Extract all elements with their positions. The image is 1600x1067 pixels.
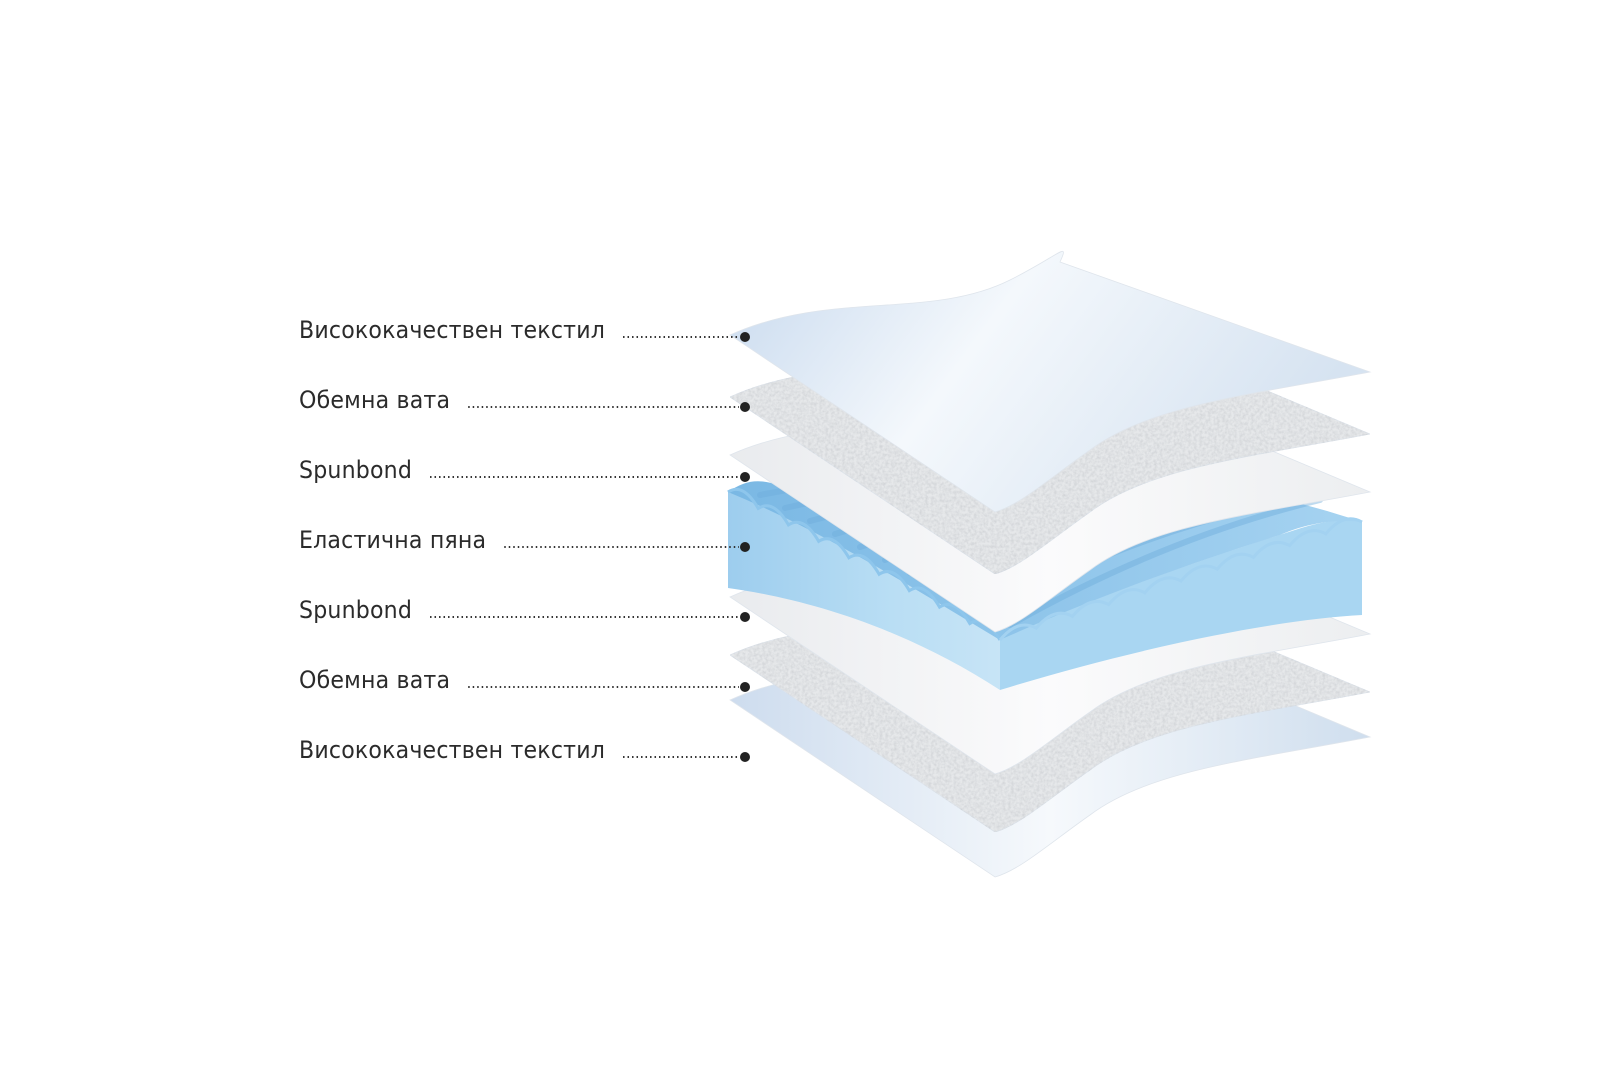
leader-dot	[740, 752, 750, 762]
foam-front-face	[728, 492, 1000, 690]
layer-label-spunbond: Spunbond	[299, 596, 413, 624]
leader-dot	[740, 612, 750, 622]
layer-label-wadding: Обемна вата	[299, 666, 451, 694]
layer-label-foam: Еластична пяна	[299, 526, 487, 554]
leader-dot	[740, 332, 750, 342]
foam-right-face	[1000, 520, 1362, 690]
foam-ridge	[1007, 497, 1323, 628]
foam-right-wave-edge	[998, 517, 1363, 641]
foam-front-wave-edge	[727, 487, 1002, 641]
leader-dot	[740, 402, 750, 412]
layer-label-spunbond: Spunbond	[299, 456, 413, 484]
leader-dot	[740, 542, 750, 552]
layer-label-wadding: Обемна вата	[299, 386, 451, 414]
layer-label-textile: Висококачествен текстил	[299, 316, 606, 344]
layer-label-textile: Висококачествен текстил	[299, 736, 606, 764]
layer-stack	[727, 251, 1372, 878]
leader-dot	[740, 472, 750, 482]
textile-top-sheet	[729, 251, 1372, 513]
leader-dot	[740, 682, 750, 692]
leader-lines	[430, 332, 750, 762]
